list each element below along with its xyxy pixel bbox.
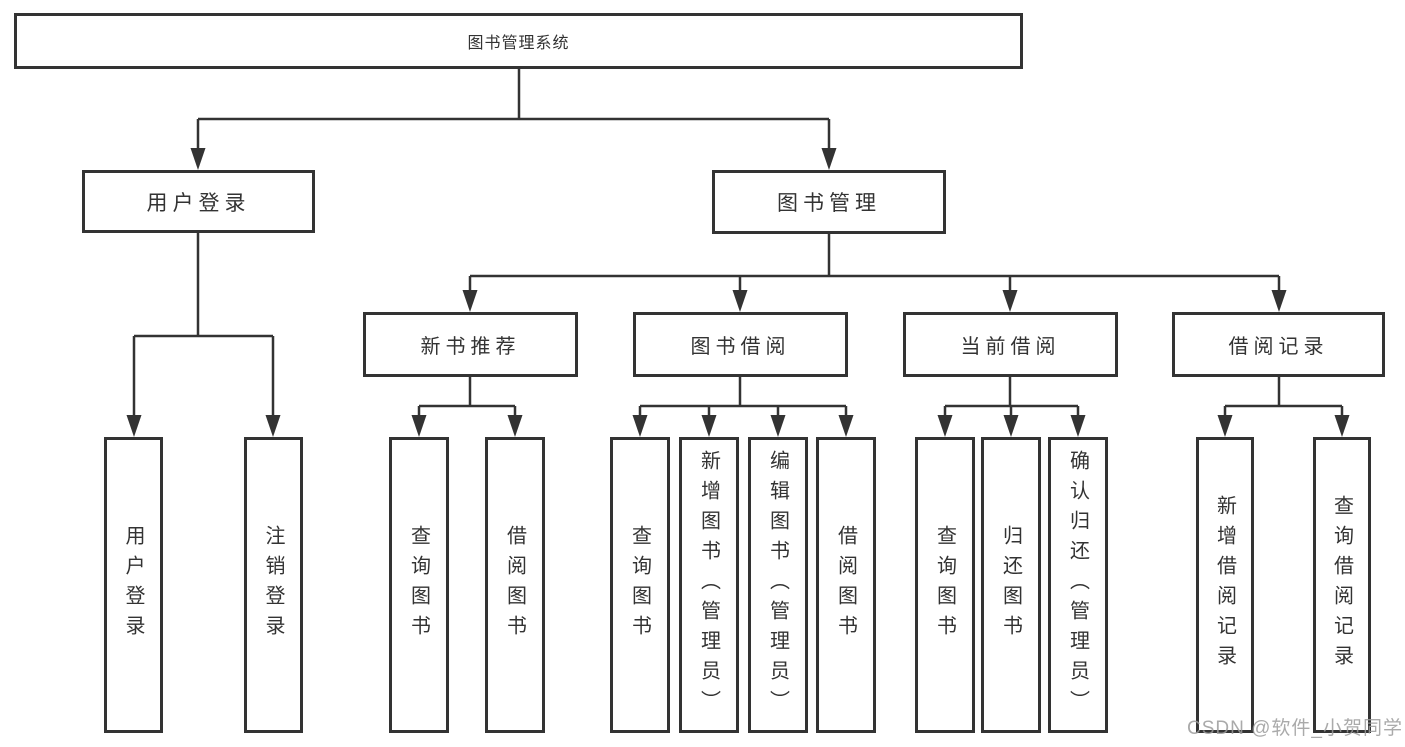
- arrowhead-down-icon: [190, 148, 206, 170]
- node-leaf-bb-add-books-admin: 新增图书（管理员）: [679, 437, 739, 733]
- arrowhead-down-icon: [838, 415, 854, 437]
- arrowhead-down-icon: [770, 415, 786, 437]
- node-borrowing-records: 借阅记录: [1172, 312, 1385, 377]
- node-book-management: 图书管理: [712, 170, 946, 234]
- arrowhead-down-icon: [821, 148, 837, 170]
- node-current-borrowing: 当前借阅: [903, 312, 1118, 377]
- node-book-borrowing: 图书借阅: [633, 312, 848, 377]
- csdn-watermark: CSDN @软件_小贺同学: [1187, 718, 1403, 739]
- arrowhead-down-icon: [1271, 290, 1287, 312]
- arrowhead-down-icon: [411, 415, 427, 437]
- node-library-management-system: 图书管理系统: [14, 13, 1023, 69]
- arrowhead-down-icon: [701, 415, 717, 437]
- connector-root: [190, 69, 837, 170]
- node-leaf-logout: 注销登录: [244, 437, 303, 733]
- node-leaf-nb-query-books: 查询图书: [389, 437, 449, 733]
- connector-line: [638, 377, 848, 419]
- node-leaf-cb-confirm-return-admin: 确认归还（管理员）: [1048, 437, 1108, 733]
- arrowhead-down-icon: [1070, 415, 1086, 437]
- node-leaf-bb-edit-books-admin: 编辑图书（管理员）: [748, 437, 808, 733]
- node-leaf-nb-borrow-books: 借阅图书: [485, 437, 545, 733]
- connector-book-borrowing: [632, 377, 854, 437]
- node-leaf-bb-query-books: 查询图书: [610, 437, 670, 733]
- connector-book-management: [462, 234, 1287, 312]
- arrowhead-down-icon: [462, 290, 478, 312]
- arrowhead-down-icon: [732, 290, 748, 312]
- node-leaf-br-query-borrow-record: 查询借阅记录: [1313, 437, 1371, 733]
- arrowhead-down-icon: [265, 415, 281, 437]
- connector-current-borrowing: [937, 377, 1086, 437]
- connector-line: [132, 233, 275, 419]
- arrowhead-down-icon: [126, 415, 142, 437]
- connector-line: [468, 234, 1281, 294]
- arrowhead-down-icon: [1334, 415, 1350, 437]
- node-leaf-br-add-borrow-record: 新增借阅记录: [1196, 437, 1254, 733]
- connector-user-login: [126, 233, 281, 437]
- arrowhead-down-icon: [1003, 415, 1019, 437]
- node-leaf-cb-query-books: 查询图书: [915, 437, 975, 733]
- arrowhead-down-icon: [507, 415, 523, 437]
- connector-borrowing-records: [1217, 377, 1350, 437]
- node-new-book-recommendation: 新书推荐: [363, 312, 578, 377]
- arrowhead-down-icon: [1002, 290, 1018, 312]
- connector-line: [1223, 377, 1344, 419]
- node-user-login: 用户登录: [82, 170, 315, 233]
- connector-new-book-recommendation: [411, 377, 523, 437]
- node-leaf-bb-borrow-books: 借阅图书: [816, 437, 876, 733]
- connector-line: [943, 377, 1080, 419]
- arrowhead-down-icon: [632, 415, 648, 437]
- connector-line: [196, 69, 831, 152]
- node-leaf-cb-return-books: 归还图书: [981, 437, 1041, 733]
- node-leaf-user-login: 用户登录: [104, 437, 163, 733]
- connector-line: [417, 377, 517, 419]
- arrowhead-down-icon: [937, 415, 953, 437]
- arrowhead-down-icon: [1217, 415, 1233, 437]
